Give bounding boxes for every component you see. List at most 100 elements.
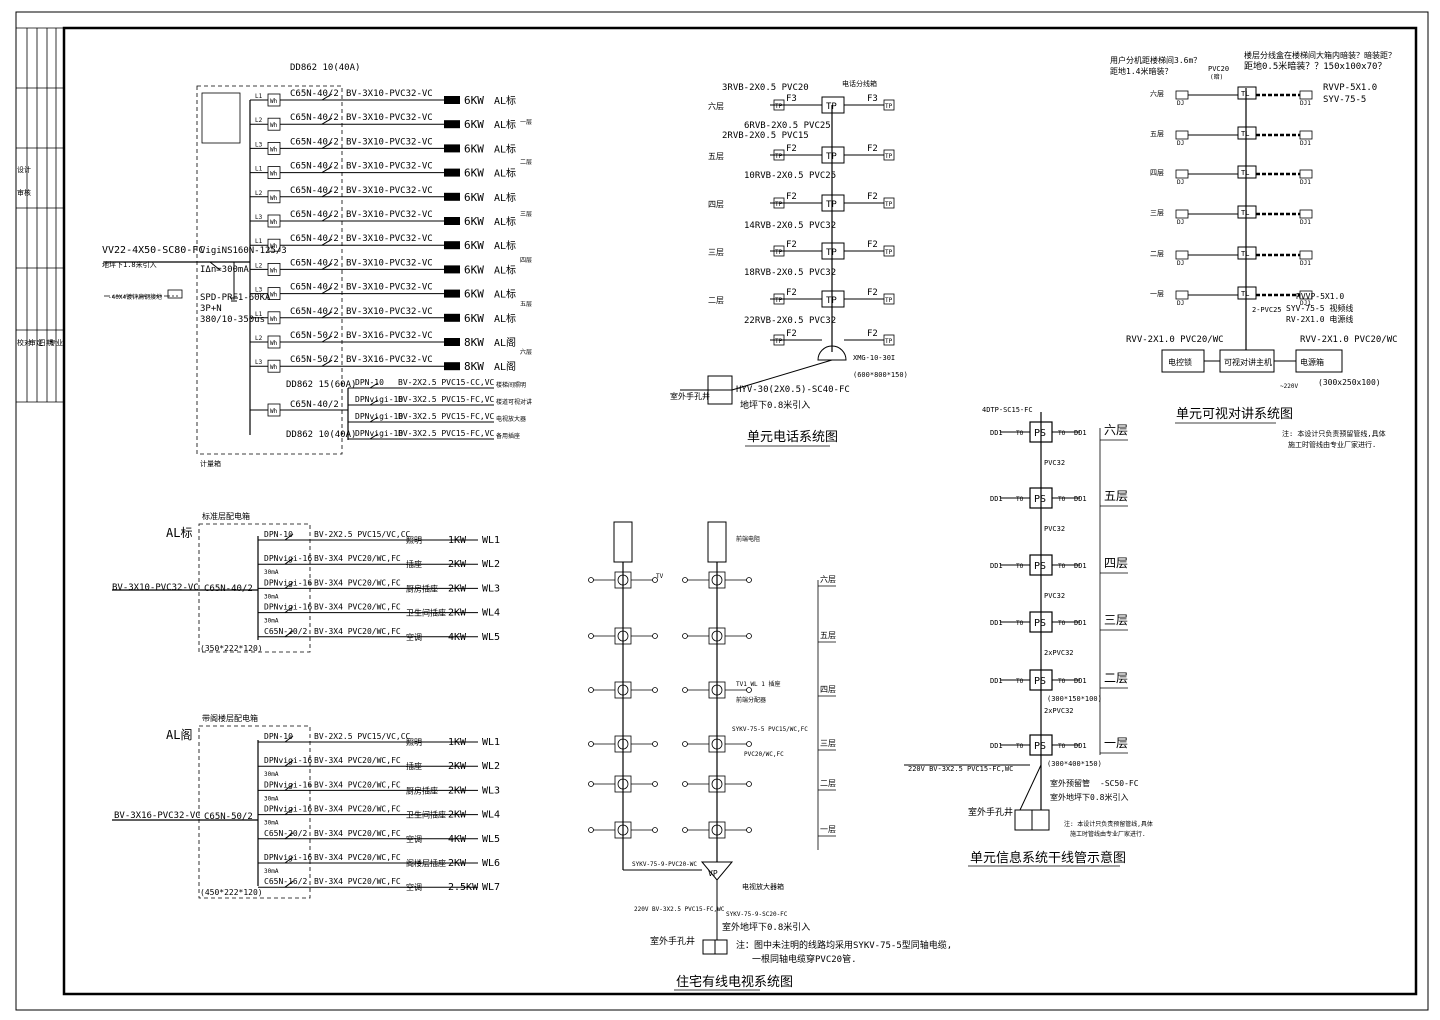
al-row-breaker: DPNvigi-16 bbox=[264, 603, 312, 612]
phone-f-right: F2 bbox=[867, 144, 878, 154]
branch-switch-blade bbox=[321, 335, 333, 343]
intercom-dj-box bbox=[1175, 169, 1189, 179]
intercom-dj: DJ bbox=[1177, 219, 1184, 226]
info-pvc: 2xPVC32 bbox=[1044, 707, 1074, 715]
tv-cable-a: SYKV-75-5 PVC15/WC,FC bbox=[732, 726, 808, 733]
intercom-pvc: PVC20 bbox=[1208, 65, 1229, 73]
intercom-tl-box bbox=[1237, 165, 1257, 179]
intercom-host: 可视对讲主机 bbox=[1224, 357, 1272, 367]
tv-outlet-right bbox=[746, 741, 752, 747]
intercom-dj1: DJ1 bbox=[1300, 260, 1311, 267]
phone-floor: 五层 bbox=[708, 152, 724, 161]
al-row-breaker: DPN-10 bbox=[264, 530, 293, 539]
intercom-rows: 六层DJTLDJ1五层DJTLDJ1四层DJTLDJ1三层DJTLDJ1二层DJ… bbox=[1150, 86, 1313, 307]
intercom-cable3: RVVP-5X1.0 bbox=[1296, 292, 1344, 301]
al-row-cable: BV-2X2.5 PVC15/VC,CC bbox=[314, 530, 411, 539]
al-row-cable: BV-3X4 PVC20/WC,FC bbox=[314, 853, 401, 862]
public-use: 电视放大器 bbox=[496, 415, 526, 423]
phone-manhole: 室外手孔井 bbox=[670, 391, 710, 401]
info-to-right: TO bbox=[1058, 496, 1066, 503]
phone-f-right: F2 bbox=[867, 329, 878, 339]
al-row-breaker: DPNvigi-16 bbox=[264, 805, 312, 814]
info-to-right: TO bbox=[1058, 563, 1066, 570]
al-row-use: 插座 bbox=[406, 761, 422, 771]
tv-splitter-circle bbox=[711, 824, 723, 836]
info-to-right: TO bbox=[1058, 743, 1066, 750]
branch-load-block bbox=[444, 362, 460, 371]
tv-note1: 注：图中未注明的线路均采用SYKV-75-5型同轴电缆, bbox=[736, 939, 952, 951]
tv-cable-b: PVC20/WC,FC bbox=[744, 751, 784, 758]
tv-outlet-right bbox=[746, 577, 752, 583]
al-row-rcd: 30mA bbox=[264, 569, 279, 576]
meter-bot-label: DD862 10(40A) bbox=[286, 430, 356, 440]
branch-cable: BV-3X10-PVC32-VC bbox=[346, 283, 433, 293]
phone-left-outlet-label: TP bbox=[775, 153, 783, 160]
tv-outlet-left bbox=[682, 827, 688, 833]
branch-kw: 6KW bbox=[464, 167, 484, 180]
branch-breaker: C65N-40/2 bbox=[290, 283, 339, 293]
phone-f-left: F2 bbox=[786, 329, 797, 339]
al-row-cable: BV-3X4 PVC20/WC,FC bbox=[314, 805, 401, 814]
phone-cable-1: 6RVB-2X0.5 PVC25 bbox=[744, 121, 831, 131]
main-distribution-panel bbox=[104, 85, 343, 455]
info-to-left: TO bbox=[1016, 620, 1024, 627]
phone-title: 单元电话系统图 bbox=[747, 430, 838, 445]
branch-phase: L3 bbox=[255, 359, 263, 366]
al-row-cable: BV-3X4 PVC20/WC,FC bbox=[314, 756, 401, 765]
al-ge-feeder: BV-3X16-PVC32-VC bbox=[114, 811, 201, 821]
branch-switch-blade bbox=[321, 214, 333, 222]
tb-cell-3: 审定 bbox=[29, 338, 43, 347]
phone-right-outlet-label: TP bbox=[885, 297, 893, 304]
info-pvc: PVC32 bbox=[1044, 592, 1065, 600]
branch-destination: AL标 bbox=[494, 119, 516, 131]
al-row-switch bbox=[284, 856, 294, 864]
intercom-dj-box bbox=[1175, 130, 1189, 140]
branch-load-block bbox=[444, 289, 460, 298]
branch-meter-label: Wh bbox=[270, 122, 278, 129]
tv-outlet-right bbox=[746, 781, 752, 787]
branch-meter-label: Wh bbox=[270, 219, 278, 226]
branch-switch-blade bbox=[321, 359, 333, 367]
branch-destination: AL标 bbox=[494, 192, 516, 204]
main-switch-model: VigiNS160N-125/3 bbox=[200, 246, 287, 256]
branch-switch-blade bbox=[321, 190, 333, 198]
al-row-switch bbox=[284, 582, 294, 589]
intercom-tl: TL bbox=[1241, 290, 1249, 298]
intercom-tl: TL bbox=[1241, 250, 1249, 258]
branch-breaker: C65N-50/2 bbox=[290, 355, 339, 365]
al-row-use: 卫生间插座 bbox=[406, 608, 446, 618]
info-floor: 一层 bbox=[1104, 736, 1128, 750]
al-row-rcd: 30mA bbox=[264, 868, 279, 875]
intercom-lock: 电控锁 bbox=[1168, 357, 1192, 367]
public-breaker: DPNvigi-10 bbox=[355, 395, 403, 404]
public-use: 楼梯间照明 bbox=[496, 381, 526, 389]
intercom-dj1: DJ1 bbox=[1300, 300, 1311, 307]
tb-cell-4: 日期 bbox=[39, 339, 53, 347]
intercom-pvc25: 2-PVC25 bbox=[1252, 306, 1282, 314]
al-row-kw: 2.5KW bbox=[448, 882, 479, 893]
tv-outlet-left bbox=[682, 687, 688, 693]
al-row-kw: 2KW bbox=[448, 810, 467, 821]
tv-inc: SYKV-75-9-SC20-FC bbox=[726, 911, 788, 918]
floor-word-1: 一层 bbox=[520, 119, 532, 126]
info-to-left: TO bbox=[1016, 496, 1024, 503]
spd-model: SPD-PRF1-60KA bbox=[200, 293, 271, 303]
branch-load-block bbox=[444, 241, 460, 250]
phone-cable-2: 10RVB-2X0.5 PVC25 bbox=[744, 171, 836, 181]
phone-left-outlet bbox=[773, 245, 785, 257]
info-inc2: -SC50-FC bbox=[1100, 779, 1139, 788]
tv-floor: 三层 bbox=[820, 739, 836, 748]
floor-word-3: 三层 bbox=[520, 211, 532, 218]
phone-floor: 三层 bbox=[708, 248, 724, 257]
incoming-note: 地坪下1.8米引入 bbox=[102, 260, 157, 269]
phone-floor: 四层 bbox=[708, 200, 724, 209]
al-row-switch bbox=[284, 735, 294, 743]
phone-left-outlet bbox=[773, 293, 785, 305]
tv-floor: 二层 bbox=[820, 779, 836, 788]
intercom-q2: 楼层分线盒在楼梯间大箱内暗装？暗装距？ bbox=[1244, 50, 1396, 60]
phone-right-outlet bbox=[883, 245, 895, 257]
info-tag-right: DD1 bbox=[1074, 742, 1087, 750]
